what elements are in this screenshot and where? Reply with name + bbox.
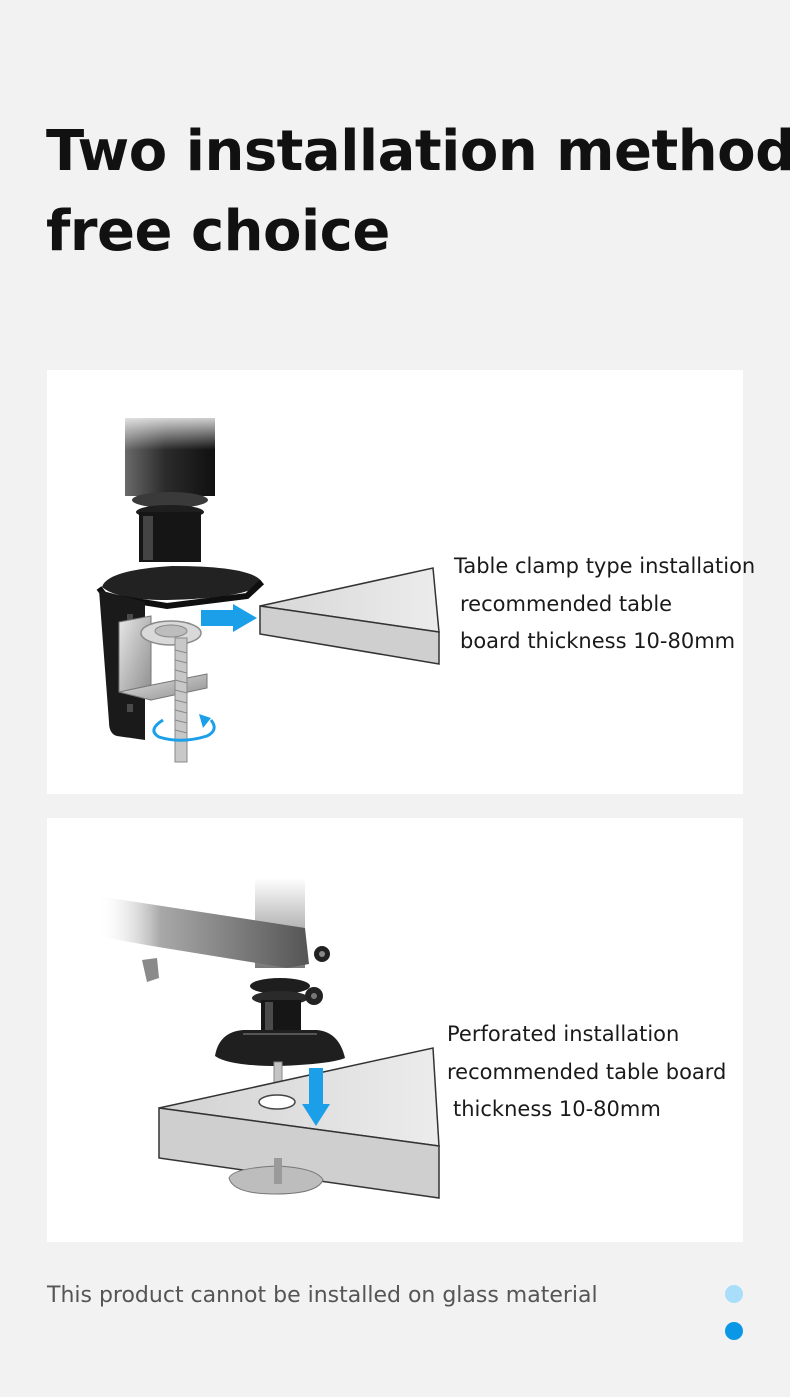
monitor-arm <box>97 896 330 982</box>
rotate-icon <box>152 714 216 742</box>
clamp-installation-caption: Table clamp type installation recommende… <box>454 548 755 661</box>
monitor-arm-pole <box>125 410 215 562</box>
mount-base-plate <box>215 1030 345 1066</box>
page-title: Two installation methods free choice <box>46 112 790 272</box>
perforated-caption-line-1: Perforated installation <box>447 1022 680 1046</box>
mount-bottom-plate <box>228 1158 324 1195</box>
clamp-screw <box>174 637 188 763</box>
page-indicator-dot-1[interactable] <box>725 1285 743 1303</box>
push-arrow-icon <box>201 604 257 632</box>
clamp-caption-line-2: recommended table <box>460 591 673 616</box>
clamp-installation-illustration <box>96 410 440 763</box>
table-board <box>259 567 440 665</box>
perforated-installation-illustration <box>97 878 440 1199</box>
clamp-caption-line-1: Table clamp type installation <box>454 554 756 578</box>
insert-down-arrow-icon <box>302 1068 330 1126</box>
clamp-installation-panel: Table clamp type installation recommende… <box>47 370 755 794</box>
page-title-line-2: free choice <box>46 199 390 264</box>
page-indicator-dot-2[interactable] <box>725 1322 743 1340</box>
clamp-bracket <box>118 615 208 701</box>
table-board <box>158 1047 440 1199</box>
perforated-installation-panel: Perforated installation recommended tabl… <box>47 818 743 1242</box>
clamp-caption-line-3: board thickness 10-80mm <box>460 629 736 653</box>
page-title-line-1: Two installation methods <box>46 119 790 184</box>
perforated-caption-line-3: thickness 10-80mm <box>453 1097 661 1121</box>
perforated-caption-line-2: recommended table board <box>447 1059 727 1084</box>
glass-warning-note: This product cannot be installed on glas… <box>47 1283 598 1308</box>
perforated-installation-caption: Perforated installation recommended tabl… <box>447 1016 726 1129</box>
